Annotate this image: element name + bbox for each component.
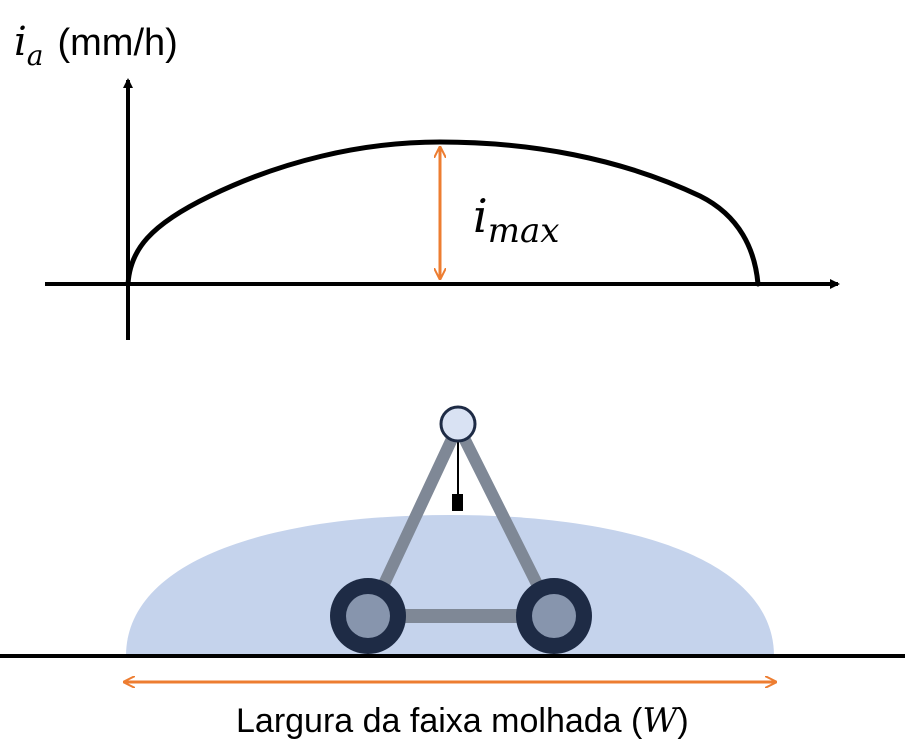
peak-subscript: max [488,211,560,251]
y-axis-subscript: a [27,39,44,72]
left-wheel [330,578,406,654]
y-axis-unit: (mm/h) [58,22,178,64]
wetted-area [126,515,774,656]
sprinkler-weight [452,494,463,511]
application-rate-curve [128,142,758,284]
peak-symbol: i [473,189,488,243]
width-caption: Largura da faixa molhada (W) [236,701,689,741]
width-caption-symbol: W [642,701,680,741]
right-wheel [516,578,592,654]
width-caption-text: Largura da faixa molhada ( [236,702,643,740]
y-axis-label: ia (mm/h) [14,19,178,72]
y-axis-symbol: i [14,19,27,65]
peak-label: imax [473,189,559,251]
sprinkler-head [441,407,475,441]
width-caption-close: ) [677,702,688,740]
